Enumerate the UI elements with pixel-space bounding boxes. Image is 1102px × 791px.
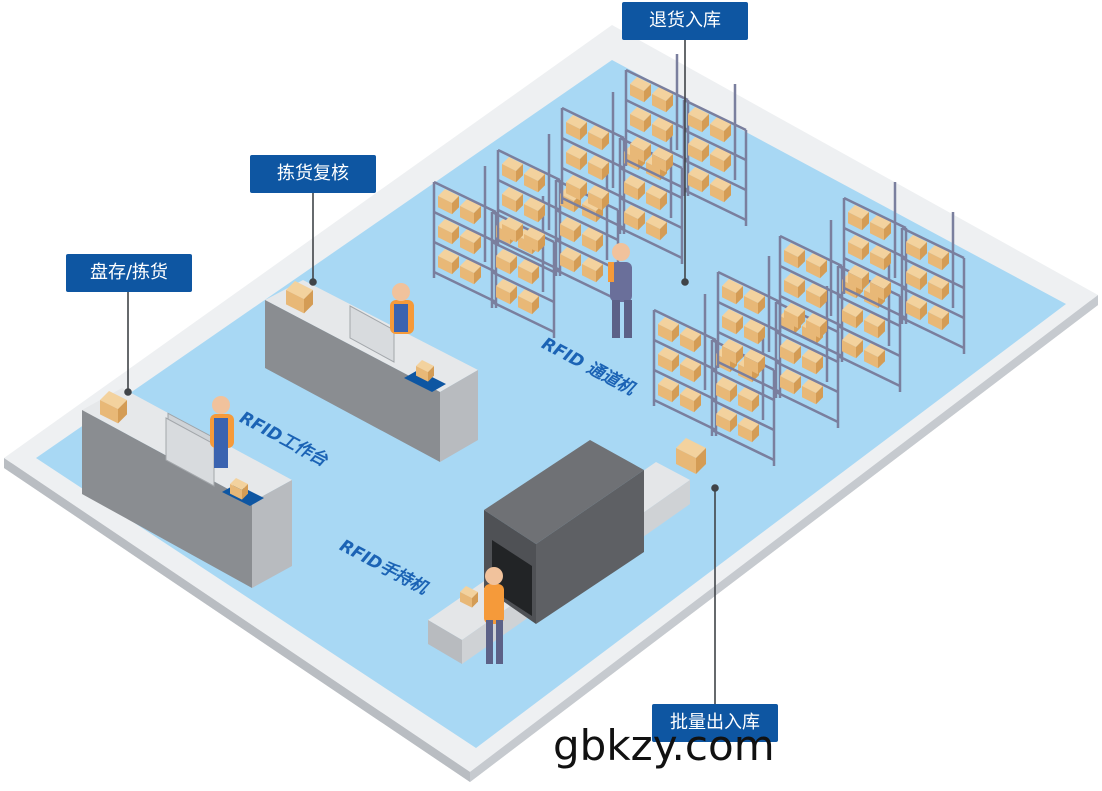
rack-unit <box>778 220 844 362</box>
rack-unit <box>652 294 718 436</box>
rack-unit <box>836 250 902 392</box>
workers <box>210 243 632 664</box>
rack-unit <box>624 54 690 196</box>
callout-pick-check: 拣货复核 <box>250 155 376 193</box>
warehouse-floor <box>36 60 1066 748</box>
rack-unit <box>432 166 498 308</box>
monitor <box>165 305 395 487</box>
rack-unit <box>710 324 776 466</box>
loose-cartons <box>100 281 706 608</box>
storage-racks <box>432 54 966 466</box>
callout-leader-lines <box>124 40 719 706</box>
rack-unit <box>496 134 562 276</box>
callout-inventory-pick: 盘存/拣货 <box>66 254 192 292</box>
watermark: gbkzy.com <box>553 721 775 770</box>
callout-return-in: 退货入库 <box>622 2 748 40</box>
rack-unit <box>900 212 966 354</box>
rack-unit <box>682 84 748 226</box>
rack-unit <box>618 122 684 264</box>
callout-batch-out: 批量出入库 <box>652 704 778 742</box>
